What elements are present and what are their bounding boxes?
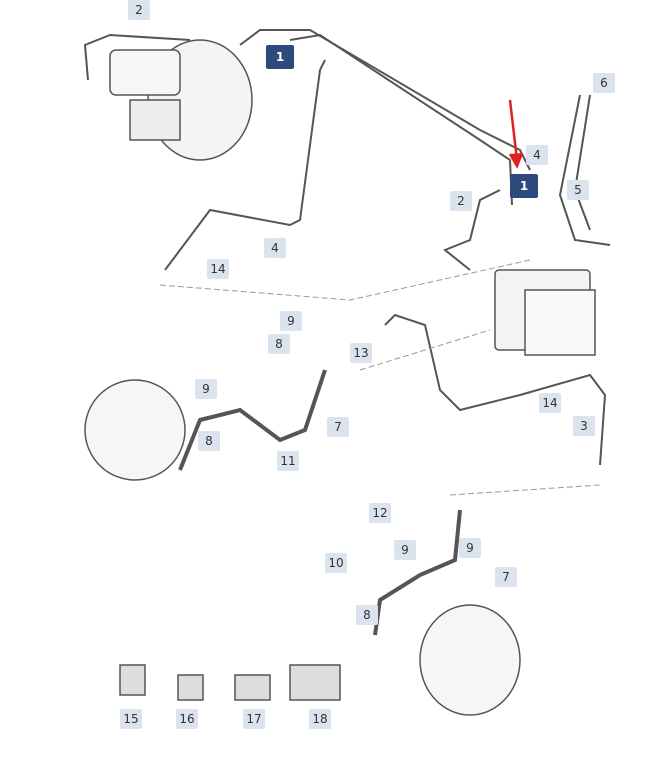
- brake-caliper-front: [84, 379, 186, 481]
- callout-label-9[interactable]: 9: [280, 311, 302, 331]
- callout-label-2[interactable]: 2: [450, 191, 472, 211]
- callout-label-7[interactable]: 7: [327, 417, 349, 437]
- callout-label-8[interactable]: 8: [198, 431, 220, 451]
- callout-label-17[interactable]: 17: [243, 709, 265, 729]
- callout-label-9[interactable]: 9: [394, 540, 416, 560]
- callout-label-9[interactable]: 9: [195, 379, 217, 399]
- callout-label-8[interactable]: 8: [268, 334, 290, 354]
- callout-label-4[interactable]: 4: [526, 145, 548, 165]
- callout-label-13[interactable]: 13: [350, 343, 372, 363]
- brake-booster: [109, 39, 253, 161]
- callout-label-3[interactable]: 3: [573, 416, 595, 436]
- leader-lines: [159, 259, 601, 496]
- callout-label-16[interactable]: 16: [176, 709, 198, 729]
- callout-label-4[interactable]: 4: [264, 238, 286, 258]
- abs-unit: [494, 269, 596, 356]
- callout-label-11[interactable]: 11: [277, 451, 299, 471]
- callout-label-2[interactable]: 2: [128, 0, 150, 20]
- callout-label-6[interactable]: 6: [593, 73, 615, 93]
- callout-label-14[interactable]: 14: [207, 259, 229, 279]
- small-parts: [119, 664, 341, 701]
- callout-label-1[interactable]: 1: [510, 174, 538, 198]
- callout-label-9[interactable]: 9: [459, 538, 481, 558]
- red-arrow: [508, 99, 524, 169]
- callout-label-5[interactable]: 5: [567, 180, 589, 200]
- callout-label-10[interactable]: 10: [325, 553, 347, 573]
- callout-label-1[interactable]: 1: [266, 45, 294, 69]
- callout-label-12[interactable]: 12: [369, 503, 391, 523]
- callout-label-7[interactable]: 7: [495, 567, 517, 587]
- callout-label-18[interactable]: 18: [309, 709, 331, 729]
- brake-lines: [83, 29, 611, 636]
- callout-label-8[interactable]: 8: [356, 605, 378, 625]
- brake-caliper-rear: [419, 604, 521, 716]
- callout-label-15[interactable]: 15: [120, 709, 142, 729]
- callout-label-14[interactable]: 14: [539, 393, 561, 413]
